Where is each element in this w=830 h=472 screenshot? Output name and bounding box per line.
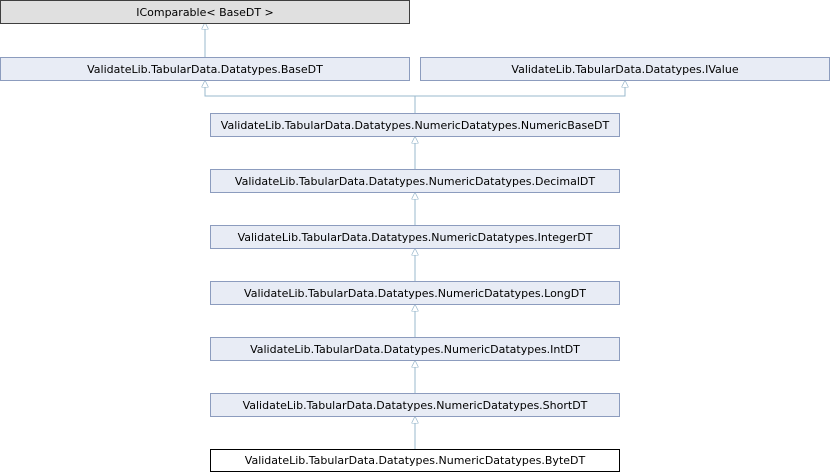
class-node-label: ValidateLib.TabularData.Datatypes.Numeri…: [234, 174, 596, 188]
class-node-longdt[interactable]: ValidateLib.TabularData.Datatypes.Numeri…: [210, 281, 620, 305]
edge-numericbasedt-to-basedt: [205, 81, 416, 113]
class-node-icomparable[interactable]: IComparable< BaseDT >: [0, 0, 410, 24]
class-node-label: ValidateLib.TabularData.Datatypes.Numeri…: [237, 230, 593, 244]
class-node-label: ValidateLib.TabularData.Datatypes.Numeri…: [244, 286, 586, 300]
class-node-numericbasedt[interactable]: ValidateLib.TabularData.Datatypes.Numeri…: [210, 113, 620, 137]
class-node-decimaldt[interactable]: ValidateLib.TabularData.Datatypes.Numeri…: [210, 169, 620, 193]
class-node-label: ValidateLib.TabularData.Datatypes.BaseDT: [87, 62, 323, 76]
class-node-label: ValidateLib.TabularData.Datatypes.IValue: [511, 62, 739, 76]
edge-numericbasedt-to-ivalue: [415, 81, 625, 97]
class-node-intdt[interactable]: ValidateLib.TabularData.Datatypes.Numeri…: [210, 337, 620, 361]
class-node-basedt[interactable]: ValidateLib.TabularData.Datatypes.BaseDT: [0, 57, 410, 81]
class-node-label: IComparable< BaseDT >: [136, 5, 274, 19]
class-node-bytedt: ValidateLib.TabularData.Datatypes.Numeri…: [210, 449, 620, 472]
class-node-ivalue[interactable]: ValidateLib.TabularData.Datatypes.IValue: [420, 57, 830, 81]
class-node-label: ValidateLib.TabularData.Datatypes.Numeri…: [244, 454, 586, 467]
class-node-label: ValidateLib.TabularData.Datatypes.Numeri…: [242, 398, 588, 412]
class-node-label: ValidateLib.TabularData.Datatypes.Numeri…: [220, 118, 610, 132]
class-node-shortdt[interactable]: ValidateLib.TabularData.Datatypes.Numeri…: [210, 393, 620, 417]
class-node-label: ValidateLib.TabularData.Datatypes.Numeri…: [250, 342, 580, 356]
class-node-integerdt[interactable]: ValidateLib.TabularData.Datatypes.Numeri…: [210, 225, 620, 249]
